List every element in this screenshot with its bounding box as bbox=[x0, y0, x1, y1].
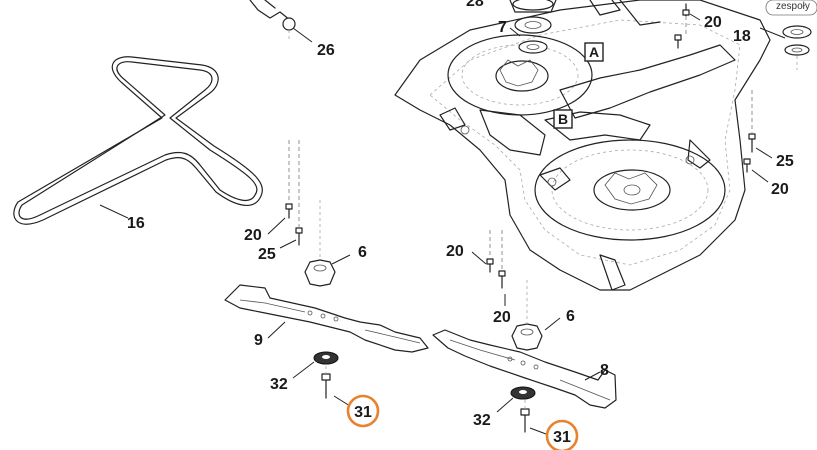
part-number-20-mid-b: 20 bbox=[493, 309, 511, 326]
marker-a: A bbox=[584, 42, 604, 62]
part-number-31-left: 31 bbox=[354, 404, 372, 421]
bolt-25-left bbox=[295, 140, 303, 246]
part-number-26: 26 bbox=[317, 42, 335, 59]
blade-bolt-31-right bbox=[520, 400, 530, 433]
mower-deck-housing bbox=[394, 0, 771, 291]
part-number-20-top: 20 bbox=[704, 14, 722, 31]
part-number-20-left: 20 bbox=[244, 227, 262, 244]
part-number-7: 7 bbox=[498, 19, 507, 36]
part-number-32-right: 32 bbox=[473, 412, 491, 429]
blade-bolt-31-left bbox=[321, 366, 331, 399]
bolt-25-right bbox=[748, 90, 756, 153]
top-linkage-partial bbox=[249, 0, 296, 40]
highlight-31-right: 31 bbox=[545, 419, 579, 450]
belt-part-16 bbox=[13, 56, 263, 225]
bolt-20-top bbox=[674, 3, 690, 49]
bolt-20-mid-b bbox=[498, 230, 506, 289]
part-number-28-partial: 28 bbox=[466, 0, 484, 10]
part-number-16: 16 bbox=[127, 215, 145, 232]
pulley-bearing-7 bbox=[509, 0, 557, 54]
part-number-9: 9 bbox=[254, 332, 263, 349]
marker-b-label: B bbox=[558, 111, 568, 127]
part-number-6-left: 6 bbox=[358, 244, 367, 261]
part-number-18: 18 bbox=[733, 28, 751, 45]
marker-a-label: A bbox=[589, 44, 599, 60]
marker-b: B bbox=[553, 109, 573, 129]
part-number-20-right: 20 bbox=[771, 181, 789, 198]
part-number-31-right: 31 bbox=[553, 429, 571, 446]
pulley-bearing-18 bbox=[765, 0, 817, 70]
part-number-8: 8 bbox=[600, 362, 609, 379]
part-number-25-left: 25 bbox=[258, 246, 276, 263]
part-number-6-right: 6 bbox=[566, 308, 575, 325]
part-number-25-right: 25 bbox=[776, 153, 794, 170]
washer-32-left bbox=[313, 351, 339, 365]
highlight-31-left: 31 bbox=[346, 394, 380, 428]
corner-note: zespoły bbox=[776, 1, 810, 12]
leader-lines bbox=[99, 13, 786, 435]
bolt-20-mid-a bbox=[486, 230, 494, 273]
washer-32-right bbox=[510, 386, 536, 400]
blade-hub-6-right bbox=[511, 280, 543, 351]
bolt-20-left bbox=[285, 140, 293, 219]
blade-8 bbox=[432, 329, 617, 409]
blade-hub-6-left bbox=[304, 200, 336, 287]
part-number-32-left: 32 bbox=[270, 376, 288, 393]
blade-9 bbox=[224, 284, 429, 353]
bolt-20-right bbox=[743, 158, 751, 173]
part-number-20-mid-a: 20 bbox=[446, 243, 464, 260]
